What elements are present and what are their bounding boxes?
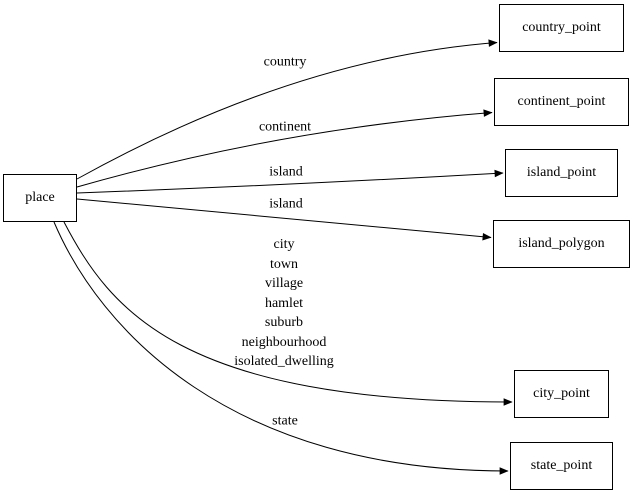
node-state-point: state_point: [510, 442, 613, 490]
edge-place-continent-point: [76, 109, 493, 188]
node-island-polygon: island_polygon: [493, 220, 630, 268]
edge-label-country: country: [263, 54, 307, 70]
edge-place-island-point: [76, 169, 504, 194]
edge-place-city-point: [63, 221, 513, 406]
node-city-point: city_point: [514, 370, 609, 418]
edge-place-state-point: [53, 221, 509, 475]
edge-label-continent: continent: [258, 119, 312, 135]
node-island-point: island_point: [505, 149, 618, 197]
edge-label-island-polygon: island: [269, 196, 303, 212]
edge-label-island-point: island: [269, 164, 303, 180]
edge-label-city-types: city town village hamlet suburb neighbou…: [234, 236, 334, 369]
node-place: place: [3, 174, 77, 222]
node-country-point: country_point: [499, 4, 624, 52]
edge-label-state: state: [272, 413, 298, 429]
node-continent-point: continent_point: [494, 78, 629, 126]
edge-place-country-point: [76, 39, 498, 180]
edge-place-island-polygon: [76, 198, 492, 241]
